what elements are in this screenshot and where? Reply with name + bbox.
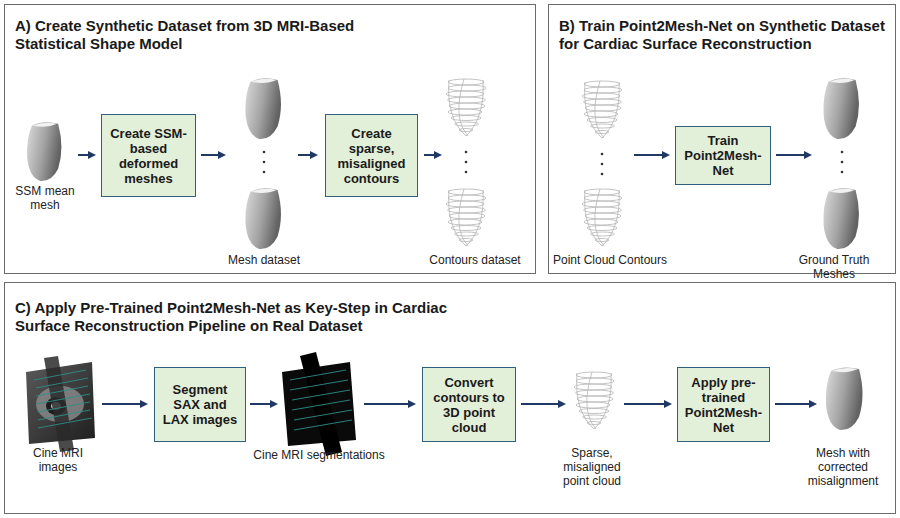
ellipsis-dots (601, 153, 604, 176)
mri-image (26, 356, 95, 452)
contour-figure (582, 81, 622, 138)
figure-caption: Contours dataset (420, 253, 530, 267)
figure-caption: Sparse, misaligned point cloud (556, 446, 628, 488)
process-text: Convert contours to 3D point cloud (423, 375, 515, 435)
figure-caption: Ground Truth Meshes (776, 253, 892, 281)
contour-figure (446, 79, 486, 136)
mesh-figure (245, 78, 281, 139)
point-cloud-figure (574, 372, 614, 429)
process-box: Segment SAX and LAX images (154, 367, 246, 442)
process-text: Create sparse, misaligned contours (326, 126, 417, 186)
contour-figure (446, 189, 486, 246)
process-text: Train Point2Mesh-Net (676, 133, 770, 178)
panel-title: C) Apply Pre-Trained Point2Mesh-Net as K… (15, 299, 485, 335)
figure-caption: Mesh with corrected misalignment (795, 446, 891, 488)
panel-box: B) Train Point2Mesh-Net on Synthetic Dat… (548, 4, 896, 274)
process-box: Apply pre-trained Point2Mesh-Net (677, 367, 770, 442)
ellipsis-dots (465, 151, 468, 174)
process-text: Apply pre-trained Point2Mesh-Net (678, 375, 769, 435)
figure-caption: Cine MRI images (18, 446, 98, 474)
panel-box: A) Create Synthetic Dataset from 3D MRI-… (4, 4, 536, 274)
mesh-figure (823, 188, 859, 249)
process-text: Segment SAX and LAX images (155, 382, 245, 427)
panel-title: B) Train Point2Mesh-Net on Synthetic Dat… (559, 17, 895, 53)
mesh-figure (826, 367, 863, 430)
mesh-figure (823, 78, 859, 139)
mean-mesh (27, 122, 61, 181)
figure-caption: Cine MRI segmentations (251, 448, 387, 462)
figure-caption: Point Cloud Contours (550, 253, 670, 267)
process-box: Create SSM-based deformed meshes (101, 114, 196, 197)
contour-figure (582, 189, 622, 246)
mesh-figure (245, 188, 281, 249)
segmentation-image (282, 352, 356, 456)
process-box: Convert contours to 3D point cloud (422, 367, 516, 442)
ellipsis-dots (841, 151, 844, 174)
panel-box: C) Apply Pre-Trained Point2Mesh-Net as K… (4, 282, 896, 514)
figure-caption: SSM mean mesh (12, 184, 78, 212)
process-box: Train Point2Mesh-Net (675, 126, 771, 185)
figure-caption: Mesh dataset (222, 253, 306, 267)
ellipsis-dots (263, 151, 266, 174)
process-text: Create SSM-based deformed meshes (102, 126, 195, 186)
process-box: Create sparse, misaligned contours (325, 114, 418, 197)
panel-title: A) Create Synthetic Dataset from 3D MRI-… (15, 17, 415, 53)
